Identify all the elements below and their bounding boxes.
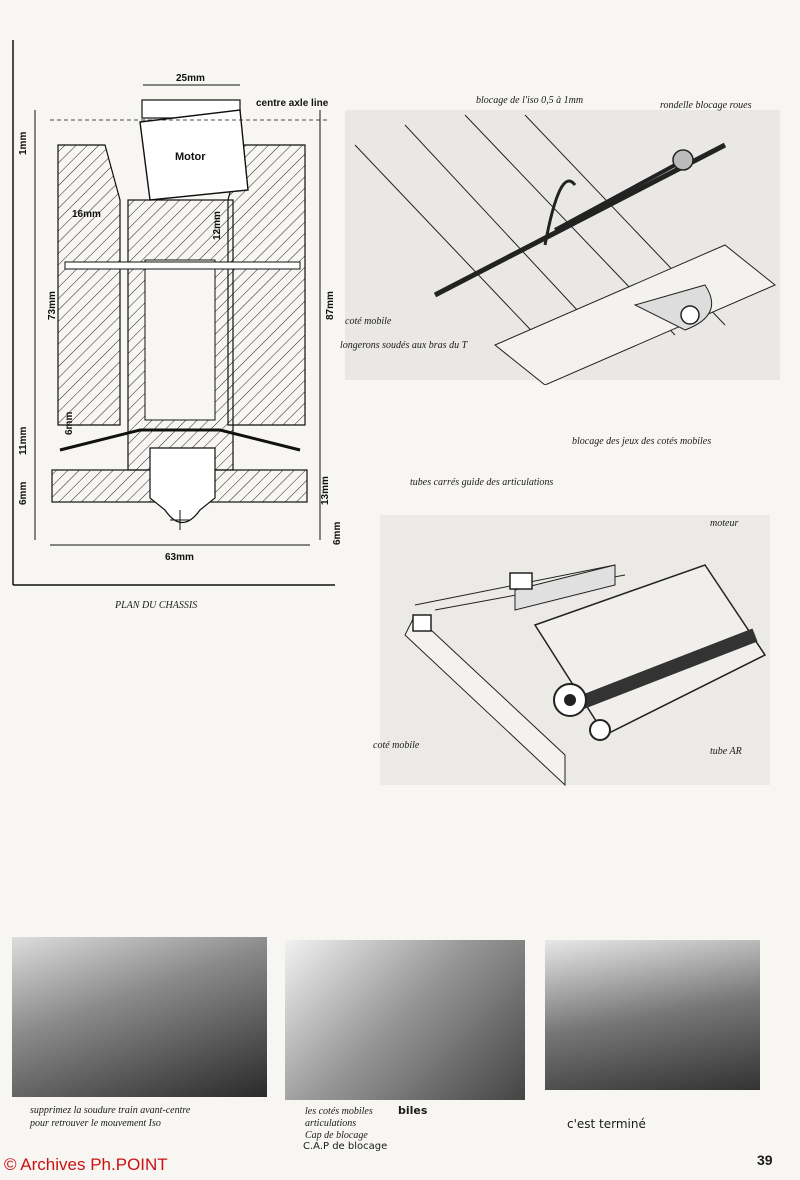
photo1-caption-line1: supprimez la soudure train avant-centre [30, 1105, 191, 1116]
photo1-caption-line2: pour retrouver le mouvement Iso [30, 1118, 161, 1129]
dim-motor: Motor [175, 151, 206, 163]
label-moteur: moteur [710, 518, 739, 529]
label-blocage-iso: blocage de l'iso 0,5 à 1mm [476, 95, 584, 106]
dim-6mm-c: 6mm [332, 522, 340, 545]
dim-top-width: 25mm [176, 73, 205, 84]
photo2-handwritten-1: biles [398, 1104, 428, 1117]
chassis-plan-drawing: 25mm centre axle line Motor 1mm 16mm 12m… [12, 40, 340, 586]
detail1-caption: blocage des jeux des cotés mobiles [572, 436, 712, 447]
dim-87mm: 87mm [325, 291, 336, 320]
photo2-caption-line3: Cap de blocage [305, 1130, 368, 1141]
dim-12mm: 12mm [212, 211, 223, 240]
dim-1mm: 1mm [18, 132, 29, 155]
label-tubes-carres: tubes carrés guide des articulations [410, 477, 554, 488]
label-cote-mobile-1: coté mobile [345, 316, 392, 327]
dim-bottom-width: 63mm [165, 552, 194, 563]
label-tube-ar: tube AR [710, 746, 742, 757]
label-rondelle: rondelle blocage roues [660, 100, 752, 111]
dim-73mm: 73mm [47, 291, 58, 320]
dim-11mm: 11mm [18, 427, 29, 455]
detail-mobile-sides-drawing [345, 110, 780, 385]
label-cote-mobile-2: coté mobile [373, 740, 420, 751]
label-longerons: longerons soudés aux bras du T [340, 340, 468, 351]
photo2-handwritten-2: C.A.P de blocage [303, 1141, 388, 1152]
page-number: 39 [757, 1152, 773, 1168]
dim-6mm-a: 6mm [64, 412, 75, 435]
photo2-caption-line1: les cotés mobiles [305, 1106, 373, 1117]
photo3-handwritten-caption: c'est terminé [567, 1117, 646, 1131]
dim-axle-line: centre axle line [256, 98, 329, 109]
photo-2 [285, 940, 525, 1100]
photo-1 [12, 937, 267, 1097]
copyright-notice: © Archives Ph.POINT [4, 1155, 168, 1174]
photo-3 [545, 940, 760, 1090]
photo2-caption-line2: articulations [305, 1118, 357, 1129]
dim-6mm-b: 6mm [18, 482, 29, 505]
plan-caption: PLAN DU CHASSIS [115, 600, 198, 611]
detail-articulations-drawing [380, 515, 770, 787]
dim-13mm: 13mm [320, 476, 331, 505]
dim-16mm: 16mm [72, 209, 101, 220]
